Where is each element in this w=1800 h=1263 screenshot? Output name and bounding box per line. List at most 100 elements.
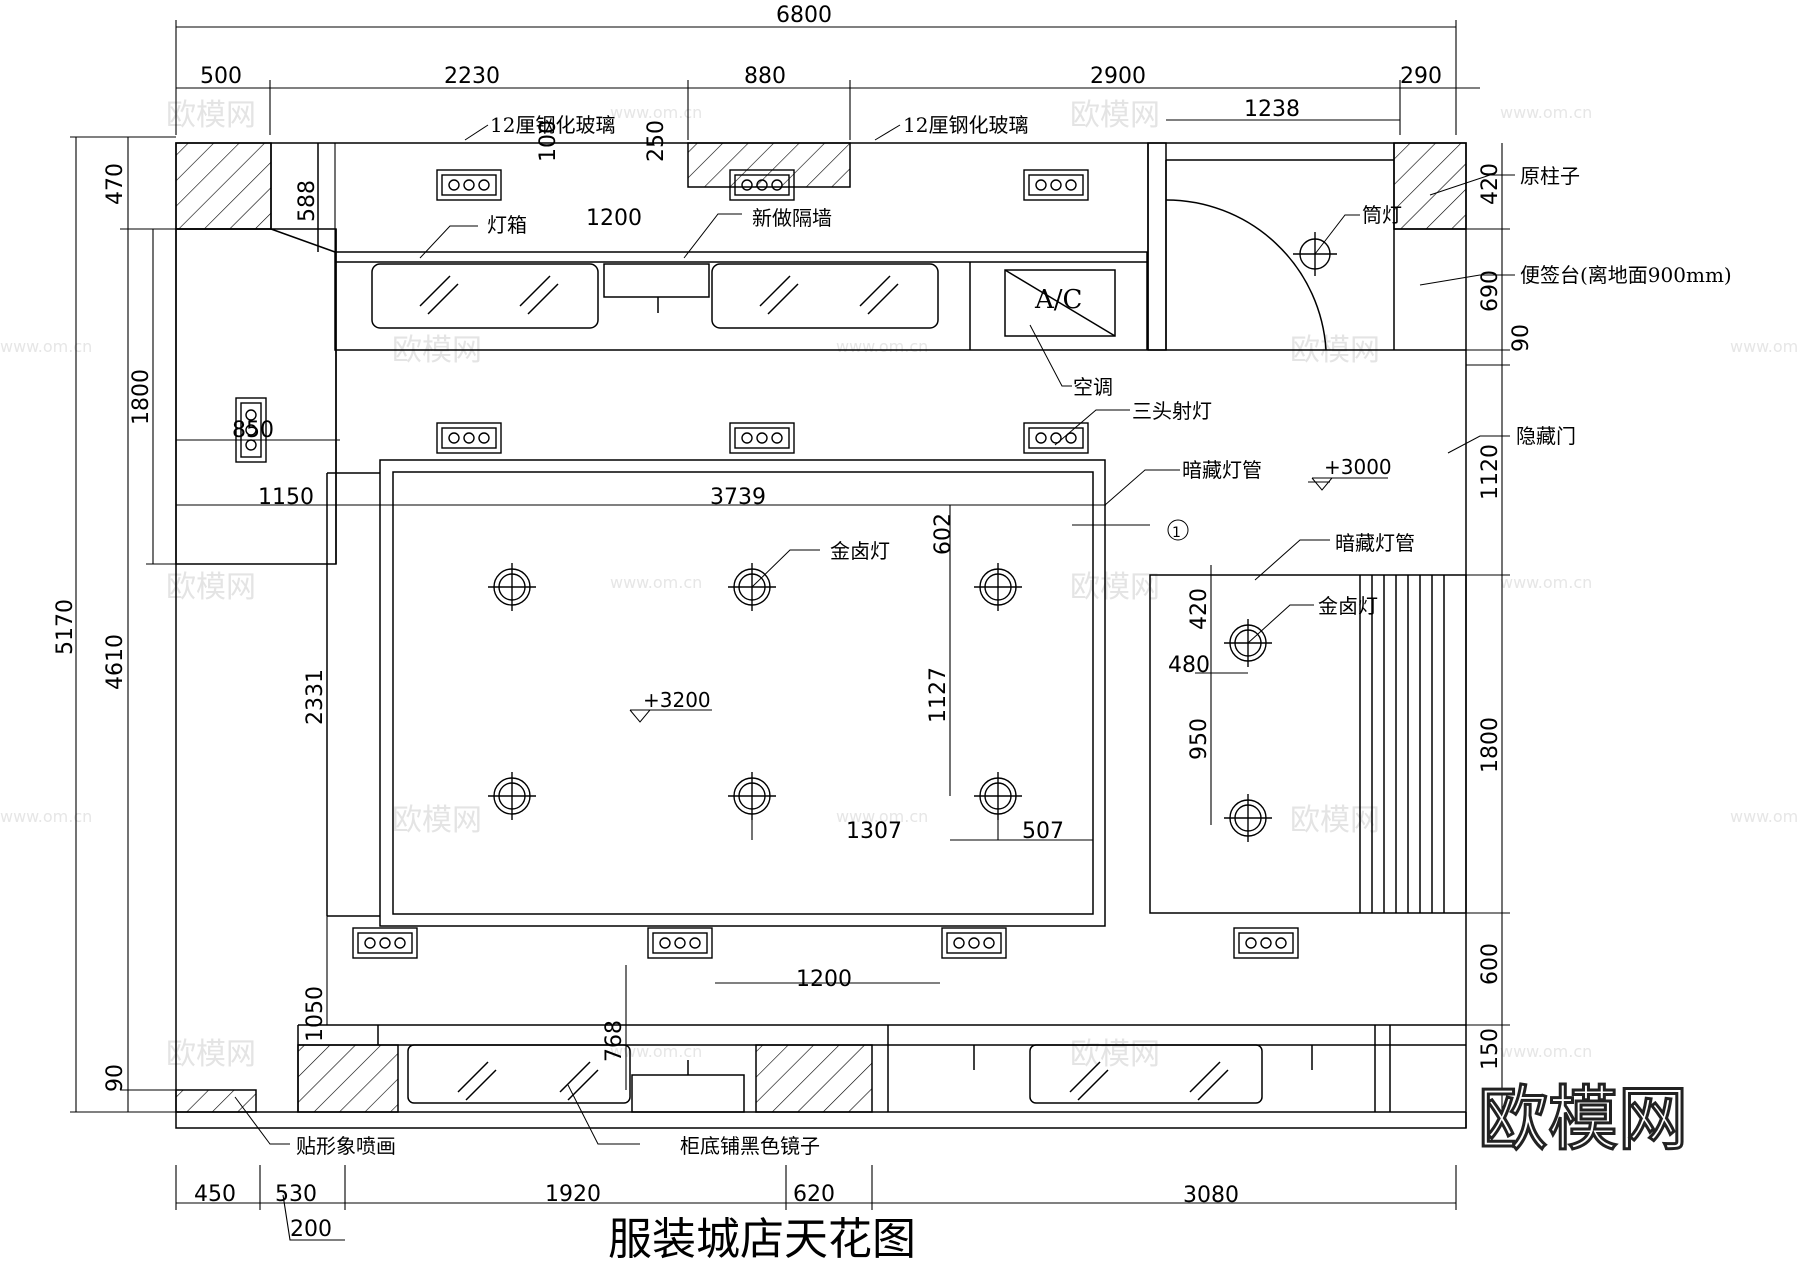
glass-hatch bbox=[1189, 1061, 1221, 1093]
watermark-url: www.om.cn bbox=[610, 573, 702, 592]
wall-line bbox=[1147, 142, 1167, 351]
label-hidden-door: 隐藏门 bbox=[1516, 424, 1576, 448]
label-air-conditioner: 空调 bbox=[1073, 375, 1113, 399]
glass-hatch bbox=[419, 275, 451, 307]
watermark-url: www.om.cn bbox=[1500, 573, 1592, 592]
dim-4610: 4610 bbox=[103, 634, 128, 690]
dimension-text-group: 6800 500 2230 880 2900 290 1238 1200 850… bbox=[53, 3, 1534, 1242]
light-box-right bbox=[711, 263, 939, 329]
halogen-lamp-group bbox=[488, 232, 1337, 842]
glass-hatch bbox=[859, 275, 891, 307]
light-box-band bbox=[334, 251, 1148, 351]
watermark-url: www.om.cn bbox=[1500, 103, 1592, 122]
watermark-url: www.om.cn bbox=[836, 337, 928, 356]
dim-top: 880 bbox=[744, 64, 786, 89]
dim-bottom: 620 bbox=[793, 1182, 835, 1207]
dim-1238: 1238 bbox=[1244, 97, 1300, 122]
dim-768: 768 bbox=[602, 1020, 627, 1062]
ac-unit bbox=[1004, 269, 1116, 337]
dim-top: 500 bbox=[200, 64, 242, 89]
dim-5170: 5170 bbox=[53, 599, 78, 655]
triple-spotlight-icon bbox=[941, 927, 1007, 959]
dim-top: 2900 bbox=[1090, 64, 1146, 89]
dim-right: 600 bbox=[1478, 943, 1503, 985]
dim-480: 480 bbox=[1168, 653, 1210, 678]
dim-1050: 1050 bbox=[303, 986, 328, 1042]
dim-200: 200 bbox=[290, 1217, 332, 1242]
label-halogen: 金卤灯 bbox=[830, 539, 890, 563]
watermark-url: www.om.cn bbox=[610, 1042, 702, 1061]
glass-hatch bbox=[867, 283, 899, 315]
watermark-url: www.om.cn bbox=[0, 337, 92, 356]
decal-strip bbox=[175, 1089, 257, 1113]
halogen-lamp-icon bbox=[974, 772, 1022, 820]
dim-top: 290 bbox=[1400, 64, 1442, 89]
label-group: 12厘钢化玻璃 12厘钢化玻璃 灯箱 新做隔墙 A/C 空调 三头射灯 暗藏灯管… bbox=[296, 113, 1732, 1158]
dim-1307: 1307 bbox=[846, 819, 902, 844]
cabinet-mirror-right bbox=[1029, 1044, 1263, 1104]
dim-top: 2230 bbox=[444, 64, 500, 89]
cabinet-mirror-left bbox=[407, 1044, 631, 1104]
label-cabinet-mirror: 柜底铺黑色镜子 bbox=[680, 1134, 820, 1158]
drawing-title: 服装城店天花图 bbox=[608, 1214, 916, 1263]
dim-602: 602 bbox=[931, 513, 956, 555]
label-ac-box: A/C bbox=[1034, 285, 1082, 315]
dim-right: 1800 bbox=[1478, 717, 1503, 773]
dim-right: 690 bbox=[1478, 270, 1503, 312]
watermark-text: 欧模网 bbox=[166, 1037, 256, 1072]
triple-spotlight-icon bbox=[352, 927, 418, 959]
dim-470: 470 bbox=[103, 163, 128, 205]
dim-right: 90 bbox=[1509, 324, 1534, 352]
halogen-lamp-icon bbox=[488, 772, 536, 820]
dim-overall-width: 6800 bbox=[776, 3, 832, 28]
label-note-desk: 便签台(离地面900mm) bbox=[1520, 263, 1732, 287]
dim-1200-top: 1200 bbox=[586, 206, 642, 231]
glass-hatch bbox=[465, 1069, 497, 1101]
partition-top-middle bbox=[687, 142, 851, 188]
halogen-lamp-icon bbox=[1224, 794, 1272, 842]
glass-hatch bbox=[1069, 1061, 1101, 1093]
triple-spotlight-icon bbox=[1023, 169, 1089, 201]
label-original-column: 原柱子 bbox=[1520, 164, 1580, 188]
triple-spotlight-icon bbox=[436, 169, 502, 201]
halogen-lamp-icon bbox=[728, 772, 776, 820]
section-mark: 1 bbox=[1172, 525, 1181, 541]
ac-unit bbox=[1004, 269, 1116, 337]
dim-bottom: 3080 bbox=[1183, 1183, 1239, 1208]
door-swing bbox=[1165, 199, 1327, 351]
dim-right: 1120 bbox=[1478, 444, 1503, 500]
light-box-gap bbox=[603, 263, 710, 298]
wall-line bbox=[270, 228, 336, 253]
dim-1200-bottom: 1200 bbox=[796, 967, 852, 992]
watermark-text: 欧模网 bbox=[1070, 1037, 1160, 1072]
triple-spotlight-icon bbox=[1233, 927, 1299, 959]
glass-hatch bbox=[767, 283, 799, 315]
label-downlight: 筒灯 bbox=[1362, 203, 1402, 227]
left-area bbox=[175, 228, 337, 565]
glass-hatch bbox=[759, 275, 791, 307]
dim-950: 950 bbox=[1187, 718, 1212, 760]
dim-3739: 3739 bbox=[710, 485, 766, 510]
dim-1127: 1127 bbox=[926, 667, 951, 723]
label-new-partition: 新做隔墙 bbox=[752, 206, 832, 230]
watermark-text: 欧模网 bbox=[1290, 803, 1380, 838]
triple-spotlight-icon bbox=[1023, 422, 1089, 454]
label-hidden-tube: 暗藏灯管 bbox=[1335, 531, 1415, 555]
watermark-url: www.om.cn bbox=[1500, 1042, 1592, 1061]
label-decal: 贴形象喷画 bbox=[296, 1134, 396, 1158]
original-column bbox=[1393, 142, 1467, 230]
watermark-layer: 欧模网 欧模网 欧模网 欧模网 欧模网 欧模网 欧模网 欧模网 欧模网 欧模网 … bbox=[0, 98, 1800, 1072]
watermark-url: www.om.cn bbox=[0, 807, 92, 826]
glass-hatch bbox=[559, 1061, 591, 1093]
triple-spotlight-icon bbox=[647, 927, 713, 959]
watermark-text: 欧模网 bbox=[166, 570, 256, 605]
dim-right: 420 bbox=[1478, 163, 1503, 205]
level-3000: +3000 bbox=[1324, 455, 1392, 479]
watermark-text: 欧模网 bbox=[166, 98, 256, 133]
watermark-url: www.om.cn bbox=[836, 807, 928, 826]
triple-spotlight-group bbox=[235, 169, 1299, 959]
dim-850: 850 bbox=[232, 418, 274, 443]
raised-ceiling-inner bbox=[392, 471, 1094, 915]
label-hidden-tube: 暗藏灯管 bbox=[1182, 458, 1262, 482]
watermark-text: 欧模网 bbox=[392, 803, 482, 838]
